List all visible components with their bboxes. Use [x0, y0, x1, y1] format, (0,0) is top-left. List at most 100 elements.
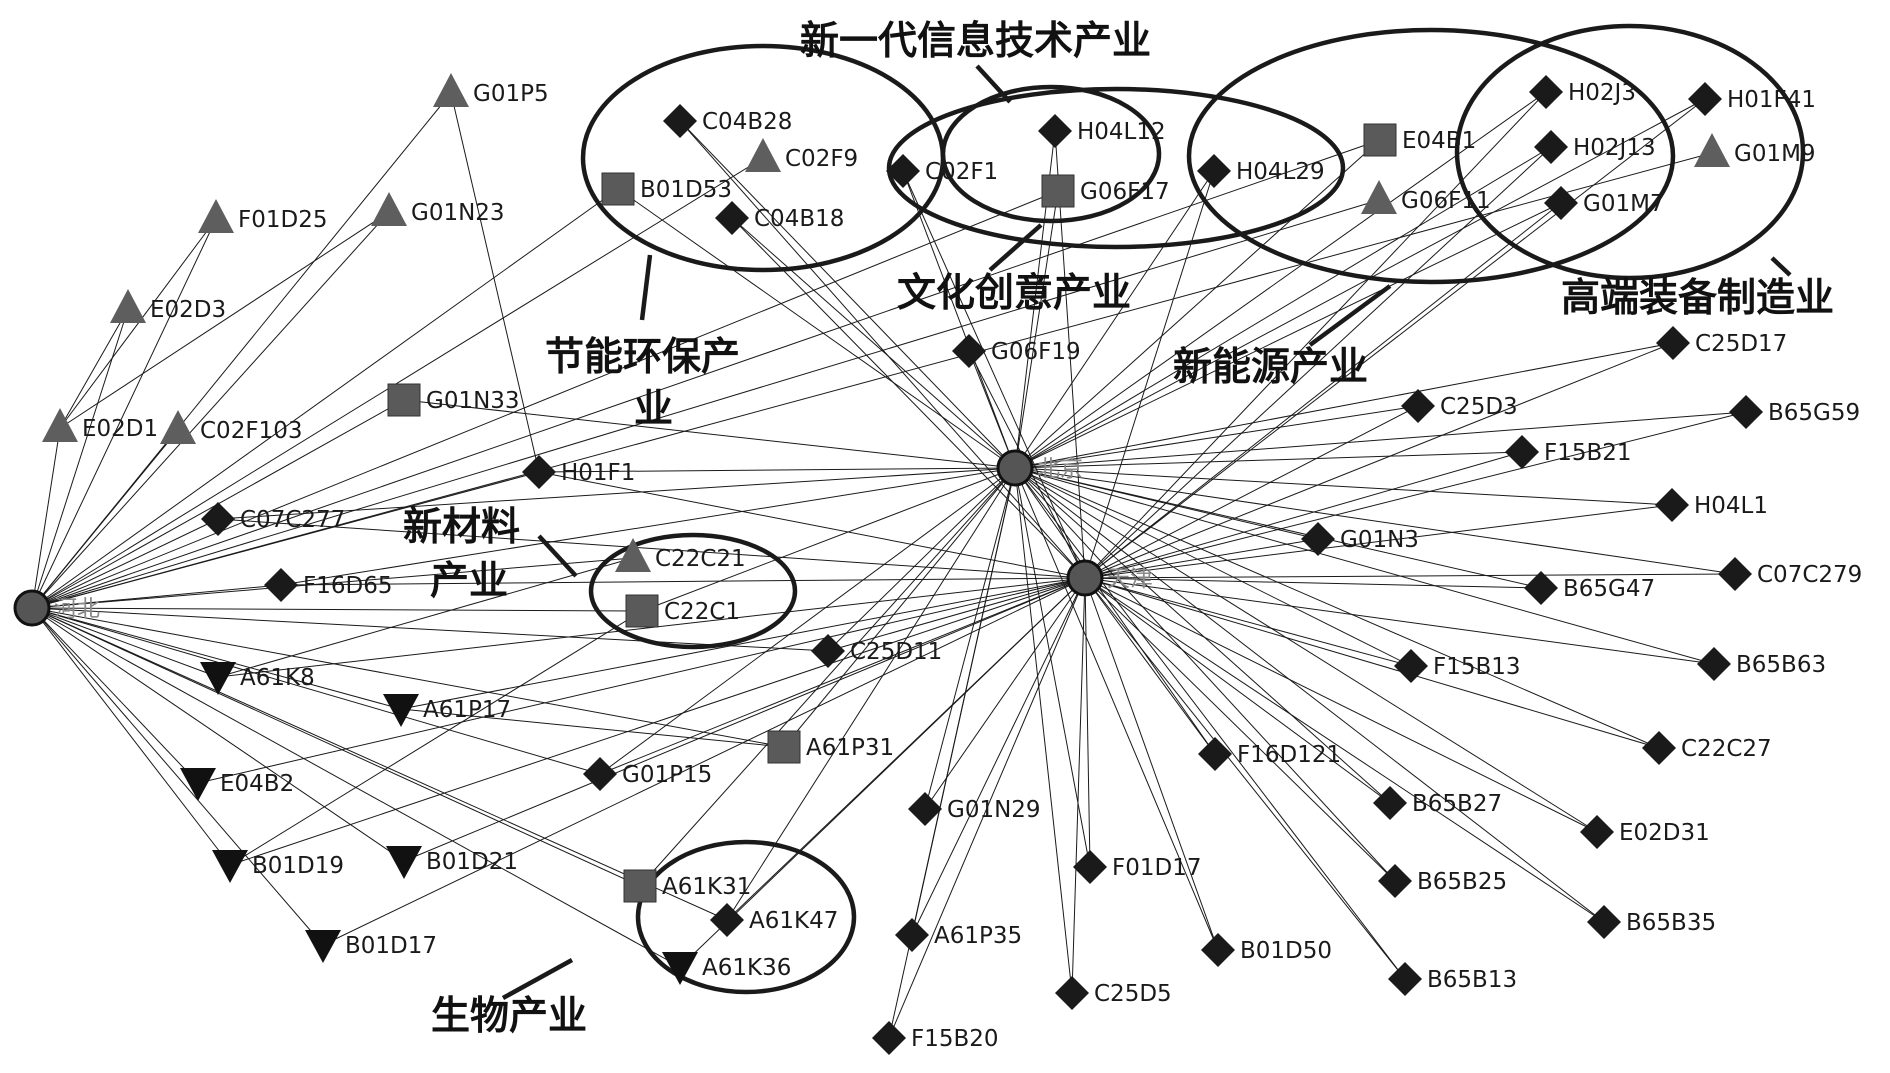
edge-e02d3-hebei: [31, 308, 129, 609]
hub-tianjin: 天津: [1066, 559, 1153, 597]
edge-a61p31-beijing: [783, 467, 1016, 748]
diamond-marker: [715, 201, 749, 235]
edge-b01d19-tianjin: [229, 577, 1086, 866]
edge-b01d19-hebei: [31, 607, 231, 866]
diamond-marker: [1378, 864, 1412, 898]
node-f15b21: F15B21: [1505, 435, 1632, 469]
hub-marker: [996, 449, 1034, 487]
node-label: F16D121: [1237, 742, 1341, 768]
diamond-marker: [710, 903, 744, 937]
edge-b01d50-beijing: [1014, 467, 1219, 951]
node-label: H04L29: [1236, 159, 1325, 185]
node-g06f19: G06F19: [952, 334, 1081, 368]
node-f15b13: F15B13: [1394, 649, 1521, 683]
edge-c02f1-tianjin: [902, 170, 1086, 579]
square-marker: [767, 730, 801, 764]
node-label: A61K31: [662, 874, 751, 900]
diamond-marker: [811, 634, 845, 668]
node-label: B01D50: [1240, 938, 1332, 964]
industry-label-layer: 新一代信息技术产业节能环保产业文化创意产业新能源产业高端装备制造业新材料产业生物…: [403, 18, 1834, 1039]
edge-c22c21-hebei: [31, 557, 634, 609]
node-label: G01N23: [411, 200, 505, 226]
node-c25d5: C25D5: [1055, 976, 1172, 1010]
node-a61k36: A61K36: [662, 952, 791, 985]
edge-g06f19-beijing: [968, 350, 1016, 469]
edge-e02d31-tianjin: [1084, 577, 1598, 833]
node-e04b2: E04B2: [180, 768, 294, 801]
diamond-marker: [1656, 326, 1690, 360]
edge-f15b20-tianjin: [888, 577, 1086, 1039]
node-b65g59: B65G59: [1729, 395, 1860, 429]
node-label: F16D65: [303, 573, 392, 599]
node-f01d17: F01D17: [1073, 850, 1201, 884]
pointer-biology: [501, 958, 574, 1000]
square-marker: [623, 869, 657, 903]
node-f15b20: F15B20: [872, 1021, 999, 1055]
edge-b65g59-beijing: [1014, 411, 1747, 469]
edge-a61k8-c22c21: [217, 557, 634, 678]
diamond-marker: [1697, 647, 1731, 681]
diamond-marker: [1201, 933, 1235, 967]
node-label: C04B18: [754, 206, 844, 232]
edge-e02d31-beijing: [1014, 467, 1598, 833]
node-g01n29: G01N29: [908, 792, 1041, 826]
node-h02j3: H02J3: [1529, 75, 1636, 109]
node-g01p5: G01P5: [433, 73, 549, 107]
node-a61p17: A61P17: [383, 694, 511, 727]
triangle-up-marker: [745, 138, 781, 172]
edge-b65b27-tianjin: [1084, 577, 1391, 804]
edge-c07c279-beijing: [1014, 467, 1736, 575]
node-a61p31: A61P31: [767, 730, 894, 764]
edge-c07c277-tianjin: [217, 518, 1086, 579]
node-label: C02F1: [925, 159, 998, 185]
node-label: G01M9: [1734, 141, 1816, 167]
node-label: B65B27: [1412, 791, 1502, 817]
node-label: B65B35: [1626, 910, 1716, 936]
edge-c04b28-beijing: [679, 120, 1016, 469]
industry-label-line: 新能源产业: [1173, 344, 1368, 390]
node-h01f1: H01F1: [522, 455, 635, 489]
edge-g01m9-hebei: [31, 152, 1713, 609]
edge-c22c1-hebei: [31, 607, 643, 612]
triangle-down-marker: [305, 930, 341, 963]
diamond-marker: [872, 1021, 906, 1055]
edge-a61p35-beijing: [911, 467, 1016, 936]
node-label: C22C21: [655, 546, 746, 572]
triangle-down-marker: [662, 952, 698, 985]
node-h04l12: H04L12: [1038, 114, 1166, 148]
node-c02f9: C02F9: [745, 138, 858, 172]
industry-label-line: 产业: [430, 558, 508, 604]
edge-g01n3-tianjin: [1084, 538, 1319, 579]
edge-b65b25-beijing: [1014, 467, 1396, 882]
edge-c22c1-b01d19: [229, 610, 643, 866]
node-h04l1: H04L1: [1655, 488, 1768, 522]
edge-f16d121-beijing: [1014, 467, 1216, 755]
node-h01f41: H01F41: [1688, 82, 1816, 116]
triangle-up-marker: [615, 538, 651, 572]
edge-c02f103-hebei: [31, 429, 179, 609]
node-b65b27: B65B27: [1373, 786, 1502, 820]
node-label: G01N3: [1340, 527, 1419, 553]
edge-f01d25-e02d1: [59, 218, 217, 429]
diamond-marker: [1301, 522, 1335, 556]
node-label: A61K47: [749, 908, 838, 934]
edge-f15b21-beijing: [1014, 451, 1523, 469]
node-label: G01P5: [473, 81, 549, 107]
node-label: F01D25: [238, 207, 327, 233]
edge-b65b27-beijing: [1014, 467, 1391, 804]
triangle-up-marker: [1694, 133, 1730, 167]
edge-h01f41-tianjin: [1084, 98, 1706, 579]
diamond-marker: [522, 455, 556, 489]
node-e04b1: E04B1: [1363, 123, 1476, 157]
node-label: E04B2: [220, 771, 294, 797]
edge-c25d5-tianjin: [1071, 577, 1086, 994]
diamond-marker: [1388, 962, 1422, 996]
edge-c25d3-tianjin: [1084, 405, 1419, 579]
node-label: G06F19: [991, 339, 1081, 365]
industry-label-high-end-equipment: 高端装备制造业: [1561, 275, 1834, 321]
node-b01d53: B01D53: [601, 172, 732, 206]
edge-c04b18-beijing: [731, 217, 1016, 469]
edge-f01d25-hebei: [31, 218, 217, 609]
